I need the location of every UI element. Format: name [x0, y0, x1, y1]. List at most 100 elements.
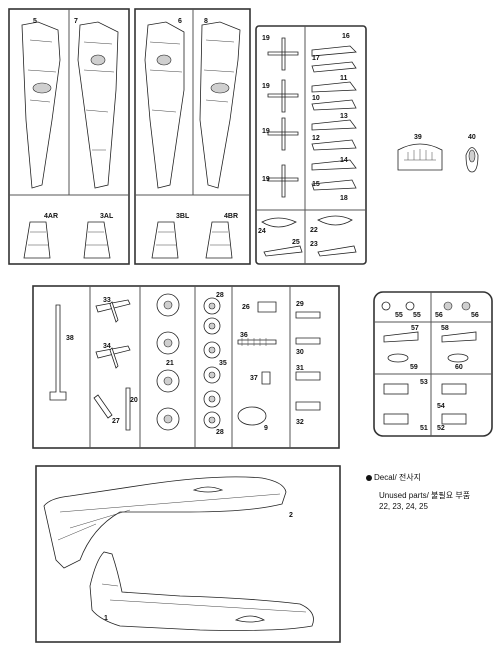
label-part-5: 5	[33, 18, 37, 25]
label-part-57: 57	[411, 325, 419, 332]
part-3BL-tail	[151, 221, 179, 259]
sprue-c: 19 19 19 19 16 17 11 10 13 12 14 15 18 2…	[255, 25, 367, 265]
part-2-canopy-outline	[192, 486, 224, 493]
label-part-27: 27	[112, 418, 120, 425]
sprue-b: 6 8 3BL 4BR	[134, 8, 251, 265]
label-part-3AL: 3AL	[100, 213, 114, 220]
label-part-25: 25	[292, 239, 300, 246]
label-part-11: 11	[340, 75, 348, 82]
sprue-d-frame	[32, 285, 340, 449]
label-part-8: 8	[204, 18, 208, 25]
label-part-31: 31	[296, 365, 304, 372]
sprue-e-frame	[373, 291, 493, 437]
part-29	[295, 311, 321, 319]
label-part-52: 52	[437, 425, 445, 432]
label-part-14: 14	[340, 157, 348, 164]
part-6-wing	[144, 21, 185, 189]
label-part-40: 40	[468, 134, 476, 141]
sprue-e: 55 55 56 56 57 58 59 60 53 54 51 52	[373, 291, 493, 437]
unused-parts-list: 22, 23, 24, 25	[379, 502, 428, 511]
part-20	[125, 387, 131, 431]
label-part-35: 35	[219, 360, 227, 367]
decal-bullet-icon	[366, 474, 372, 481]
propeller-row	[267, 37, 299, 198]
label-part-37: 37	[250, 375, 258, 382]
part-58	[441, 331, 477, 343]
part-27	[93, 394, 113, 419]
part-59	[387, 353, 409, 363]
label-part-39: 39	[414, 134, 422, 141]
part-60	[447, 353, 469, 363]
label-part-19d: 19	[262, 176, 270, 183]
label-part-1: 1	[104, 615, 108, 622]
part-53	[383, 383, 409, 395]
label-part-19b: 19	[262, 83, 270, 90]
label-part-33: 33	[103, 297, 111, 304]
cowl-parts-column	[311, 45, 357, 191]
label-part-24: 24	[258, 228, 266, 235]
label-part-34: 34	[103, 343, 111, 350]
label-part-3BL: 3BL	[176, 213, 190, 220]
label-part-56b: 56	[471, 312, 479, 319]
part-2-fuselage	[43, 476, 287, 569]
part-32	[295, 401, 321, 411]
label-part-54: 54	[437, 403, 445, 410]
part-31	[295, 371, 321, 381]
part-3AL-tail	[83, 221, 111, 259]
sprue-f: 2 1	[35, 465, 341, 643]
decal-legend: Decal/ 전사지	[366, 472, 421, 483]
label-part-16: 16	[342, 33, 350, 40]
label-part-29: 29	[296, 301, 304, 308]
part-36	[237, 339, 277, 345]
sprue-d: 38 33 34 20 27 21 28 35 28 26 36 37 9 29…	[32, 285, 340, 449]
label-part-12: 12	[312, 135, 320, 142]
label-part-60: 60	[455, 364, 463, 371]
part-4AR-tail	[23, 221, 51, 259]
part-52	[441, 413, 467, 425]
label-part-58: 58	[441, 325, 449, 332]
sprue-f-frame	[35, 465, 341, 643]
part-4BR-tail	[205, 221, 233, 259]
label-part-9: 9	[264, 425, 268, 432]
label-part-51: 51	[420, 425, 428, 432]
label-part-55b: 55	[413, 312, 421, 319]
sprue-a: 5 7 4AR 3AL	[8, 8, 130, 265]
label-part-59: 59	[410, 364, 418, 371]
label-part-23: 23	[310, 241, 318, 248]
part-22	[317, 215, 353, 226]
label-part-17: 17	[312, 55, 320, 62]
label-part-55a: 55	[395, 312, 403, 319]
part-8-wing	[199, 21, 241, 189]
part-38-strut	[49, 304, 67, 401]
label-part-30: 30	[296, 349, 304, 356]
label-part-19c: 19	[262, 128, 270, 135]
label-part-56a: 56	[435, 312, 443, 319]
label-part-28b: 28	[216, 429, 224, 436]
label-part-2: 2	[289, 512, 293, 519]
label-part-32: 32	[296, 419, 304, 426]
decal-label: Decal/ 전사지	[374, 473, 421, 482]
part-5-wing	[21, 21, 61, 189]
part-30	[295, 337, 321, 345]
label-part-6: 6	[178, 18, 182, 25]
label-part-28a: 28	[216, 292, 224, 299]
label-part-4AR: 4AR	[44, 213, 58, 220]
label-part-22: 22	[310, 227, 318, 234]
part-7-wing	[77, 21, 119, 189]
label-part-21: 21	[166, 360, 174, 367]
label-part-19a: 19	[262, 35, 270, 42]
part-1-fuselage	[89, 551, 314, 631]
part-9	[237, 406, 267, 426]
part-25	[263, 245, 303, 257]
label-part-10: 10	[312, 95, 320, 102]
clear-parts: 39 40	[397, 134, 479, 173]
label-part-36: 36	[240, 332, 248, 339]
unused-parts-title: Unused parts/ 불필요 부품	[379, 491, 471, 500]
part-57	[383, 331, 419, 343]
label-part-7: 7	[74, 18, 78, 25]
label-part-26: 26	[242, 304, 250, 311]
wheel-hubs	[203, 297, 221, 429]
label-part-38: 38	[66, 335, 74, 342]
label-part-13: 13	[340, 113, 348, 120]
part-51	[383, 413, 409, 425]
